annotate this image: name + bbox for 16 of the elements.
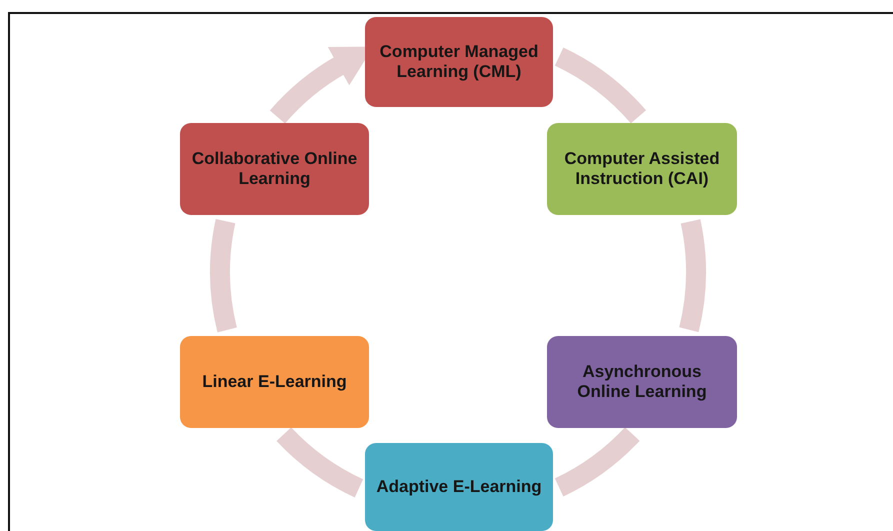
cycle-arc bbox=[554, 426, 640, 496]
process-box bbox=[365, 17, 553, 107]
box-label: Computer Assisted Instruction (CAI) bbox=[563, 148, 721, 190]
box-label: Computer Managed Learning (CML) bbox=[378, 42, 540, 82]
box-label: Collaborative Online Learning bbox=[190, 148, 358, 190]
box-label: Asynchronous Online Learning bbox=[576, 362, 708, 402]
cycle-arc bbox=[679, 220, 706, 332]
cycle-arc bbox=[210, 220, 237, 332]
cycle-arc bbox=[276, 427, 364, 498]
box-label: Linear E-Learning bbox=[202, 372, 347, 392]
process-box bbox=[180, 123, 369, 215]
process-box bbox=[547, 336, 737, 428]
process-box bbox=[365, 443, 553, 531]
process-box bbox=[180, 336, 369, 428]
process-box bbox=[547, 123, 737, 215]
box-label: Adaptive E-Learning bbox=[376, 476, 542, 498]
